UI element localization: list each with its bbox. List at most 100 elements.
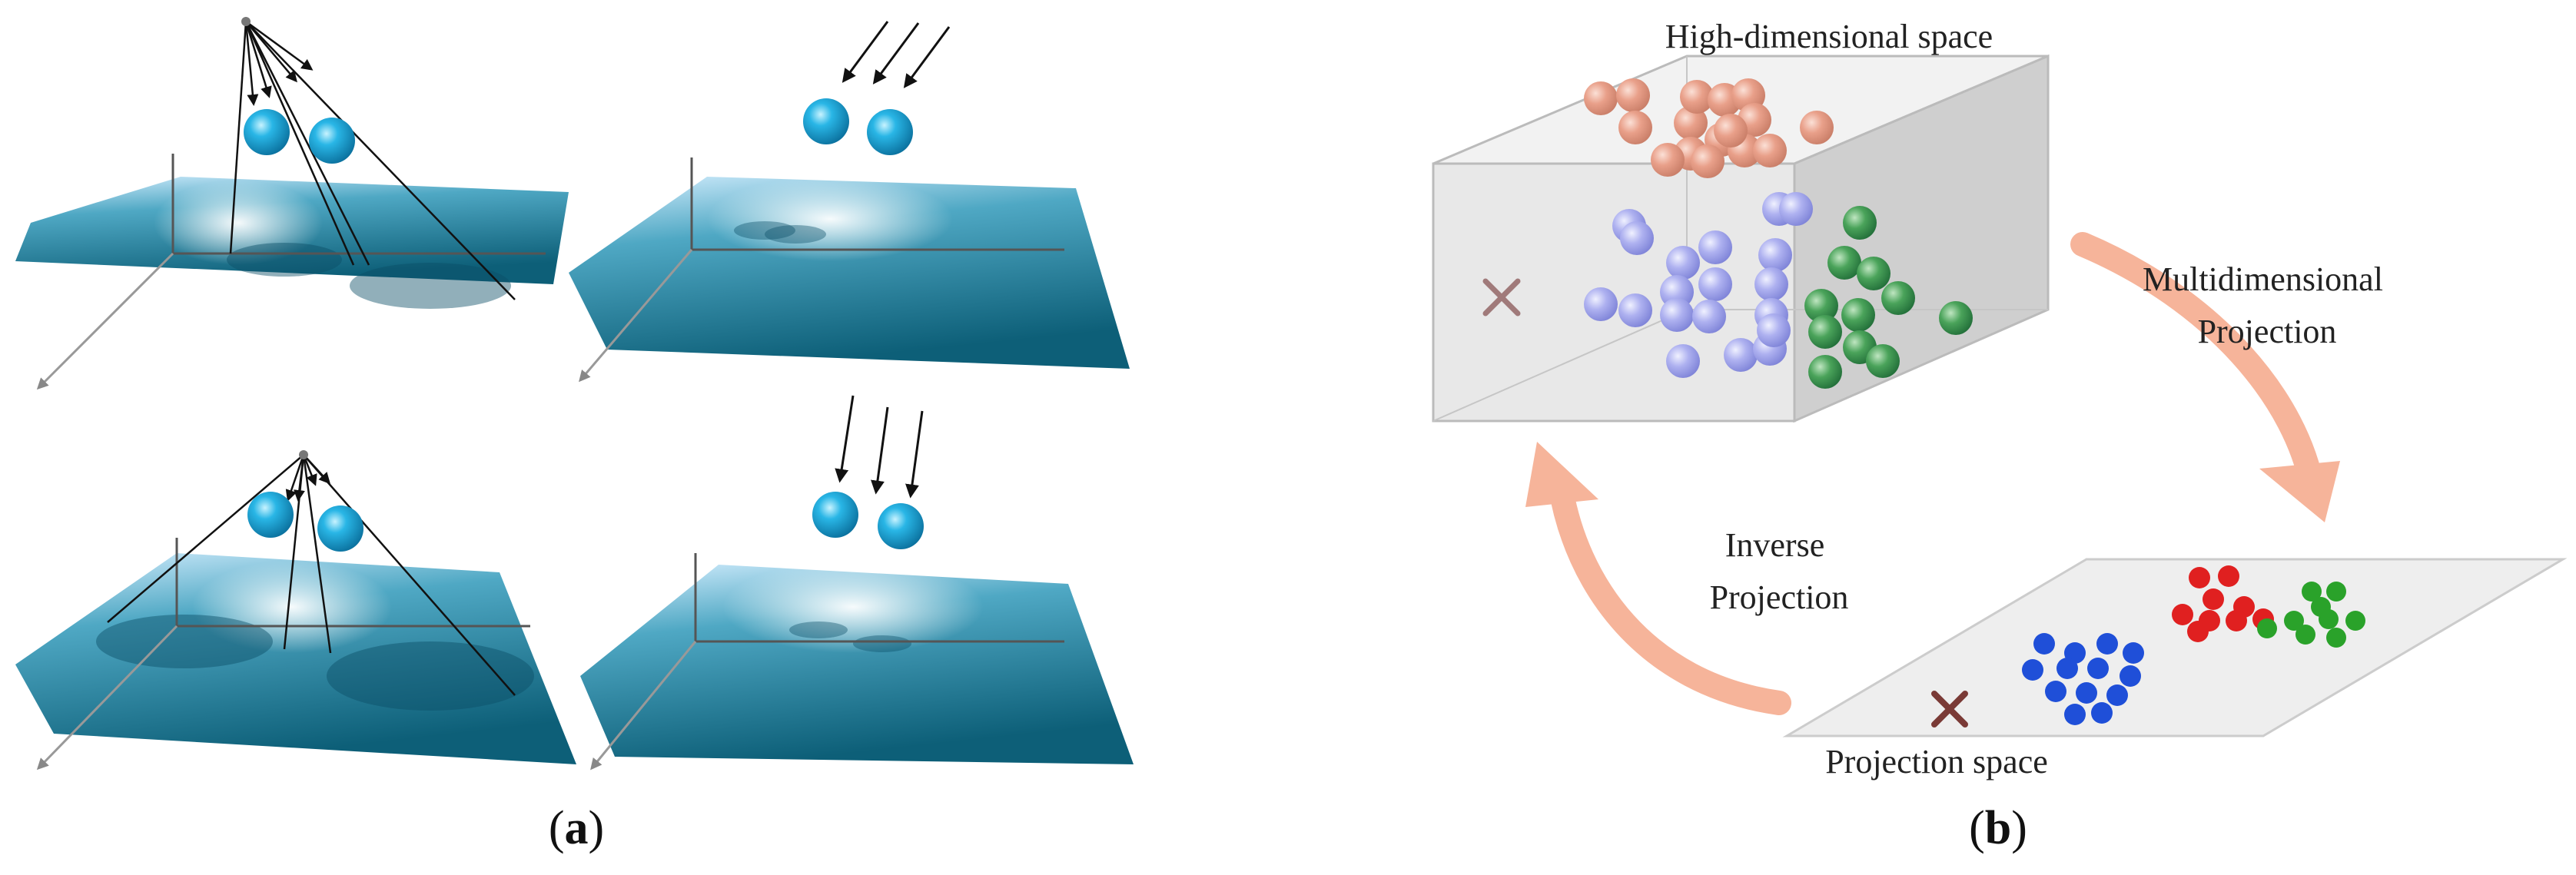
shadow [734,221,795,240]
cluster-point [1691,144,1725,178]
cluster-point [2096,633,2118,655]
panel-b: High-dimensional space Multidimensional … [1432,18,2568,854]
cluster-point [2076,682,2097,704]
cluster-point [2033,633,2055,655]
projection-arrow [2070,232,2325,504]
cluster-point [1618,293,1652,327]
cluster-point [1698,230,1732,264]
cluster-point [2257,618,2277,638]
cluster-point [1779,192,1813,226]
x-marker-2d [1931,691,1968,728]
cluster-point [2091,702,2113,724]
cluster-point [2022,659,2043,681]
light-rays [229,20,516,300]
cluster-point [1753,134,1787,167]
panel-b-caption: (b) [1969,802,2027,854]
cluster-point [2226,610,2247,631]
axis-z [36,252,174,390]
cluster-point [2189,567,2210,588]
cluster-point [2087,658,2109,679]
shadow [327,641,534,711]
cluster-point [1674,106,1708,140]
cluster-point [2056,658,2078,679]
sphere [812,492,858,538]
cluster-point [1618,111,1652,144]
cluster-orange-3d [1584,78,1834,178]
inverse-projection-arrow [1548,472,1791,715]
light-glow [707,177,953,261]
light-glow [722,561,984,653]
cluster-point [1881,281,1915,315]
cluster-green-3d [1804,206,1973,389]
shadow [789,621,848,638]
x-marker-3d [1482,278,1521,317]
cluster-point [2172,604,2193,625]
cluster-point [1757,313,1791,347]
panel-a-caption: (a) [549,802,604,854]
cluster-point [1827,246,1861,280]
panel-a: (a) [15,17,1134,854]
cluster-point [1758,238,1792,272]
cluster-point [2203,588,2224,610]
cluster-point [1804,289,1838,323]
cluster-point [1584,287,1618,321]
cluster-point [1841,298,1875,332]
cluster-point [1666,246,1700,280]
point-light-scene-bottom [15,450,576,771]
sphere [803,98,849,144]
axis-z [579,249,693,383]
cluster-point [2302,582,2322,602]
parallel-rays [835,395,924,499]
cluster-lavender-3d [1584,192,1813,378]
plane [580,565,1134,764]
shadow [765,225,826,244]
light-source-point [299,450,308,459]
cluster-green-2d [2257,582,2365,648]
cluster-point [1800,111,1834,144]
cluster-point [1680,80,1714,114]
cluster-point [1939,301,1973,335]
shadow [227,243,342,277]
cluster-point [2218,565,2239,587]
sphere [247,492,294,538]
sphere [317,505,363,552]
projection-arrow-head [2259,461,2340,522]
sphere [878,503,924,549]
sphere [244,109,290,155]
projection-plane [1782,558,2568,737]
cluster-point [1808,315,1842,349]
cluster-point [1843,206,1877,240]
axis-z [36,625,178,771]
shadow [853,635,911,652]
cluster-point [2064,704,2086,725]
cluster-point [2120,665,2141,687]
axis-z [590,641,697,771]
cluster-point [2295,625,2315,645]
shadow [96,615,273,668]
light-rays [107,454,516,696]
cluster-point [1620,221,1654,255]
cluster-point [2326,628,2346,648]
sphere [867,109,913,155]
shadow [350,263,511,309]
cluster-point [2045,681,2066,702]
box-front-face [1432,162,1796,423]
cluster-point [1692,300,1726,333]
cluster-point [2187,621,2209,642]
multidimensional-projection-label: Multidimensional Projection [2143,260,2392,350]
cluster-point [2345,611,2365,631]
cluster-point [2326,582,2346,602]
parallel-rays [842,21,951,88]
light-source-point [241,17,251,26]
cluster-blue-2d [2022,633,2144,725]
point-light-scene-top [15,17,569,390]
inverse-projection-label: Inverse Projection [1710,526,1849,616]
projection-space-label: Projection space [1825,743,2048,781]
cluster-point [1651,143,1685,177]
cluster-point [1724,338,1758,372]
cluster-point [1660,298,1694,332]
cluster-point [1666,344,1700,378]
high-dimensional-space-label: High-dimensional space [1665,18,1993,55]
light-glow [192,561,392,653]
